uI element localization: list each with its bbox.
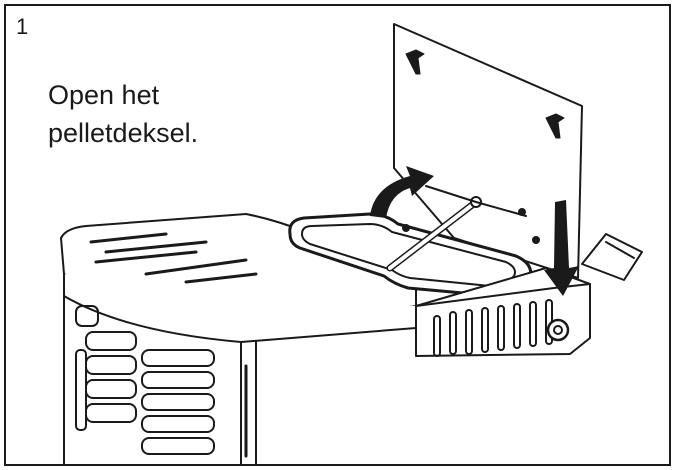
gas-strut [386,185,527,272]
instruction-text: Open het pelletdeksel. [48,76,268,152]
instruction-line-2: pelletdeksel. [48,118,199,148]
down-arrow-icon [544,200,579,296]
instruction-panel: 1 Open het pelletdeksel. [4,4,671,466]
side-vents [433,299,553,357]
stove-illustration [60,23,643,464]
stove-top [60,213,417,343]
stove-front [63,295,257,464]
side-housing [415,267,591,357]
control-panel [581,233,643,281]
front-grille [75,305,215,455]
step-number: 1 [16,14,29,39]
instruction-line-1: Open het [48,80,160,110]
curved-open-arrow-icon [370,166,434,218]
